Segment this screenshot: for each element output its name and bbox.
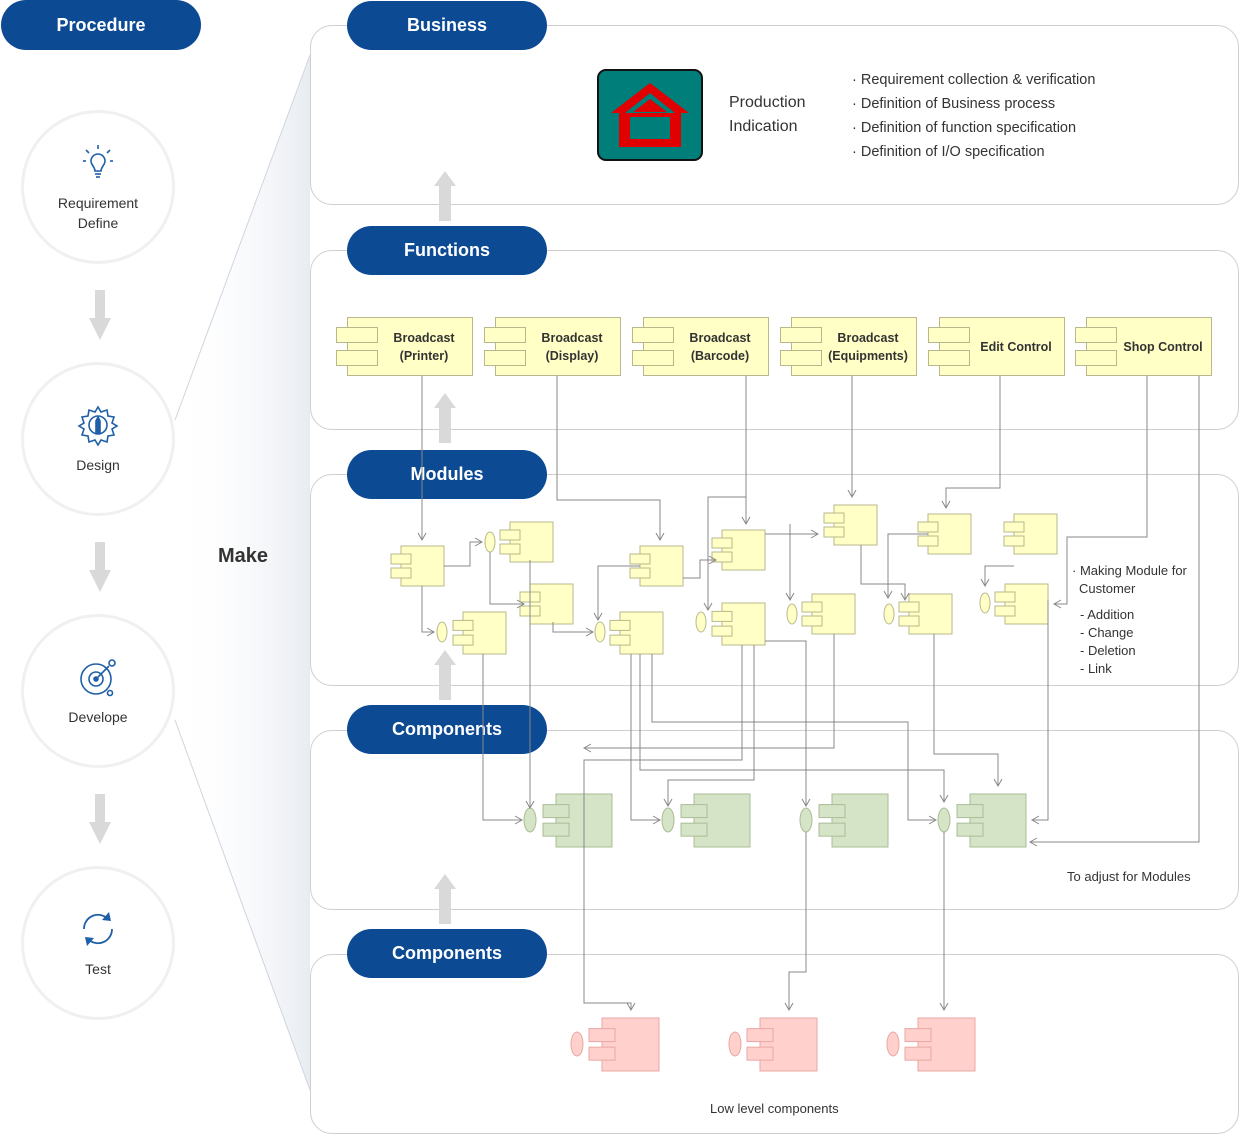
step-label-line1: Requirement [57, 195, 139, 211]
low-component-box [886, 1017, 976, 1072]
function-label: Broadcast [541, 330, 603, 345]
bullet-item: · Definition of Business process [852, 96, 1056, 112]
function-edit-control: Edit Control [928, 317, 1065, 376]
module-box [823, 504, 878, 546]
arrow-down-icon [89, 290, 111, 340]
modules-note-item: - Change [1080, 625, 1134, 640]
step-label-line1: Design [76, 457, 120, 473]
components-note: To adjust for Modules [1067, 869, 1191, 884]
function-label: Broadcast [689, 330, 751, 345]
gear-pencil-icon [77, 405, 119, 447]
function-label: Shop Control [1123, 339, 1203, 354]
layer-low-components: Components [347, 929, 547, 978]
arrow-down-icon [89, 542, 111, 592]
modules-note: · Making Module for Customer - Addition … [1072, 562, 1187, 678]
layer-business: Business [347, 1, 547, 50]
make-label: Make [218, 545, 269, 567]
step-design: Design [21, 362, 175, 516]
module-box [979, 583, 1049, 625]
lightbulb-icon [83, 145, 113, 178]
step-label-line1: Test [85, 961, 111, 977]
module-box [695, 602, 766, 646]
function-shop-control: Shop Control [1075, 317, 1212, 376]
module-box [436, 611, 507, 655]
function-broadcast-display: Broadcast (Display) [484, 317, 621, 376]
module-box [484, 521, 554, 563]
modules-note-item: - Link [1080, 661, 1112, 676]
business-title-line1: Production [729, 94, 806, 111]
function-sublabel: (Equipments) [828, 348, 908, 363]
modules-note-line1: · Making Module for [1072, 563, 1187, 578]
step-develope: Develope [21, 614, 175, 768]
module-box [917, 513, 972, 555]
function-label: Broadcast [393, 330, 455, 345]
function-broadcast-printer: Broadcast (Printer) [336, 317, 473, 376]
modules-note-item: - Addition [1080, 607, 1135, 622]
component-box [523, 793, 613, 848]
function-sublabel: (Printer) [399, 348, 449, 363]
function-broadcast-barcode: Broadcast (Barcode) [632, 317, 769, 376]
business-bullets: · Requirement collection & verification … [852, 68, 1095, 164]
component-box [661, 793, 751, 848]
function-broadcast-equipments: Broadcast (Equipments) [780, 317, 917, 376]
module-box [711, 529, 766, 571]
house-logo-icon [597, 69, 703, 161]
module-box [786, 593, 856, 635]
business-title-line2: Indication [729, 118, 798, 135]
step-label-line1: Develope [68, 709, 128, 725]
bullet-item: · Definition of I/O specification [852, 144, 1045, 160]
layer-functions: Functions [347, 226, 547, 275]
modules-note-item: - Deletion [1080, 643, 1136, 658]
function-label: Broadcast [837, 330, 899, 345]
step-test: Test [21, 866, 175, 1020]
module-box [594, 611, 664, 655]
arrow-up-icon [434, 874, 456, 924]
arrow-down-icon [89, 794, 111, 844]
arrow-up-icon [434, 393, 456, 443]
bullet-item: · Definition of function specification [852, 120, 1077, 136]
target-icon [80, 659, 116, 697]
module-box [390, 545, 445, 587]
function-label: Edit Control [980, 339, 1052, 354]
low-component-box [570, 1017, 660, 1072]
low-component-box [728, 1017, 818, 1072]
procedure-title: Procedure [1, 0, 201, 50]
refresh-icon [83, 912, 113, 946]
arrow-up-icon [434, 171, 456, 221]
component-box [799, 793, 889, 848]
component-box [937, 793, 1027, 848]
modules-note-line2: Customer [1079, 581, 1136, 596]
module-box [1003, 513, 1058, 555]
module-box [519, 583, 574, 625]
business-panel [310, 25, 1239, 205]
function-sublabel: (Barcode) [690, 348, 750, 363]
make-funnel [175, 55, 310, 1090]
layer-modules: Modules [347, 450, 547, 499]
module-box [629, 545, 684, 587]
function-sublabel: (Display) [545, 348, 599, 363]
bullet-item: · Requirement collection & verification [852, 72, 1096, 88]
step-label-line2: Define [77, 215, 119, 231]
module-box [883, 593, 953, 635]
low-components-note: Low level components [710, 1101, 839, 1116]
arrow-up-icon [434, 650, 456, 700]
